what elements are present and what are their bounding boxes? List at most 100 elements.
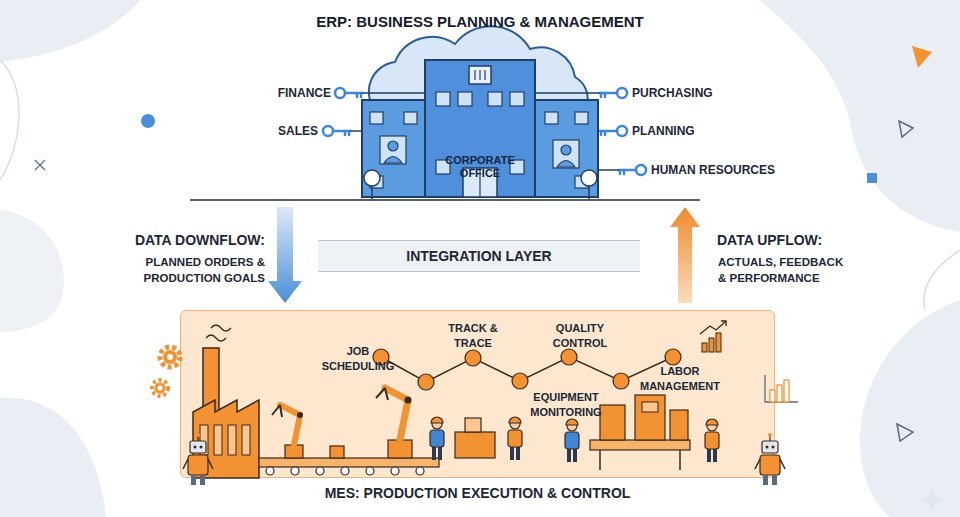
key-icon <box>600 93 603 97</box>
robot-figure <box>760 455 780 475</box>
robot-arm <box>280 405 282 417</box>
conveyor-belt <box>259 446 439 475</box>
background-blob <box>860 300 960 517</box>
building-window <box>510 92 524 106</box>
department-label: PURCHASING <box>632 86 713 100</box>
building-window <box>436 92 450 106</box>
building-window <box>458 92 472 106</box>
layer-label: INTEGRATION LAYER <box>406 248 551 264</box>
corporate-office-illustration <box>190 26 700 200</box>
building-window <box>545 112 558 124</box>
flow-arrow <box>268 207 302 303</box>
gear-icon <box>167 354 173 360</box>
decoration-shape <box>867 173 877 183</box>
leader-line <box>535 92 600 94</box>
key-icon <box>323 126 333 136</box>
robot-figure <box>772 446 775 449</box>
factory-building <box>193 325 259 478</box>
machine <box>590 440 690 450</box>
tree-icon <box>581 170 597 186</box>
robot-arm <box>272 388 412 458</box>
conveyor-belt <box>291 467 299 475</box>
corporate-office: CORPORATE OFFICE <box>190 30 700 200</box>
bar-chart-icon <box>700 321 726 334</box>
factory-building <box>211 325 231 331</box>
person-icon <box>557 161 575 168</box>
gear-icon <box>158 386 163 391</box>
key-icon <box>636 165 646 175</box>
tree-icon <box>588 184 590 199</box>
robot-figure <box>766 446 769 449</box>
robot-figure <box>196 433 200 437</box>
robot-figure <box>191 475 196 485</box>
worker-figure <box>432 446 436 460</box>
robot-figure <box>190 441 206 453</box>
mes-function-label: EQUIPMENT MONITORING <box>521 390 611 420</box>
robot-figure <box>200 446 203 449</box>
building-window <box>370 112 383 124</box>
conveyor-belt <box>330 446 344 458</box>
conveyor-belt <box>391 467 399 475</box>
gear-icon <box>152 347 180 396</box>
factory-building <box>242 425 250 455</box>
robot-arm <box>405 397 412 404</box>
machine <box>600 405 625 440</box>
robot-figure <box>183 433 213 485</box>
department-label: FINANCE <box>278 86 331 100</box>
worker-figure <box>431 417 443 423</box>
ground-line <box>190 199 700 201</box>
building-window <box>404 112 417 124</box>
band-heading: MES: PRODUCTION EXECUTION & CONTROL <box>181 485 774 501</box>
robot-arm <box>376 388 385 398</box>
process-timeline <box>665 349 681 365</box>
worker-figure <box>430 417 444 460</box>
person-icon <box>553 140 579 168</box>
person-icon <box>384 157 402 164</box>
workbench <box>455 432 495 458</box>
worker-figure <box>707 421 717 431</box>
building-icon <box>484 70 485 80</box>
key-icon <box>619 170 622 174</box>
robot-figure <box>762 441 778 453</box>
building-window <box>370 176 383 188</box>
leader-line <box>362 92 425 94</box>
key-icon <box>345 92 362 95</box>
factory-building <box>214 425 222 455</box>
gear-icon <box>152 380 168 396</box>
worker-figure <box>567 448 571 462</box>
gear-icon <box>160 347 180 367</box>
building-icon <box>474 70 475 80</box>
machine <box>642 402 658 412</box>
worker-figure <box>516 446 520 460</box>
bar-chart-icon <box>702 343 707 352</box>
key-icon <box>344 131 347 135</box>
decoration-shape <box>35 160 45 170</box>
mes-function-label: LABOR MANAGEMENT <box>635 364 725 394</box>
process-timeline <box>613 373 629 389</box>
background-blob <box>0 398 106 517</box>
building-wing <box>535 100 598 197</box>
background-blob <box>760 0 960 232</box>
department-label: HUMAN RESOURCES <box>651 163 775 177</box>
machine <box>635 395 665 440</box>
gear-icon <box>163 350 177 364</box>
robot-figure <box>772 475 777 485</box>
mes-function-label: QUALITY CONTROL <box>540 321 620 351</box>
person-icon <box>561 145 571 155</box>
key-icon <box>619 169 636 172</box>
factory-building <box>200 425 208 455</box>
building-tower <box>425 60 535 197</box>
key-icon <box>600 92 617 95</box>
process-timeline <box>381 357 673 382</box>
key-icon <box>600 130 617 133</box>
process-timeline <box>465 350 481 366</box>
decoration-shape <box>912 46 932 68</box>
robot-arm <box>280 405 300 445</box>
building-icon <box>469 66 491 84</box>
bar-chart-icon <box>716 333 721 352</box>
robot-arm <box>272 405 280 415</box>
key-icon <box>623 170 626 174</box>
